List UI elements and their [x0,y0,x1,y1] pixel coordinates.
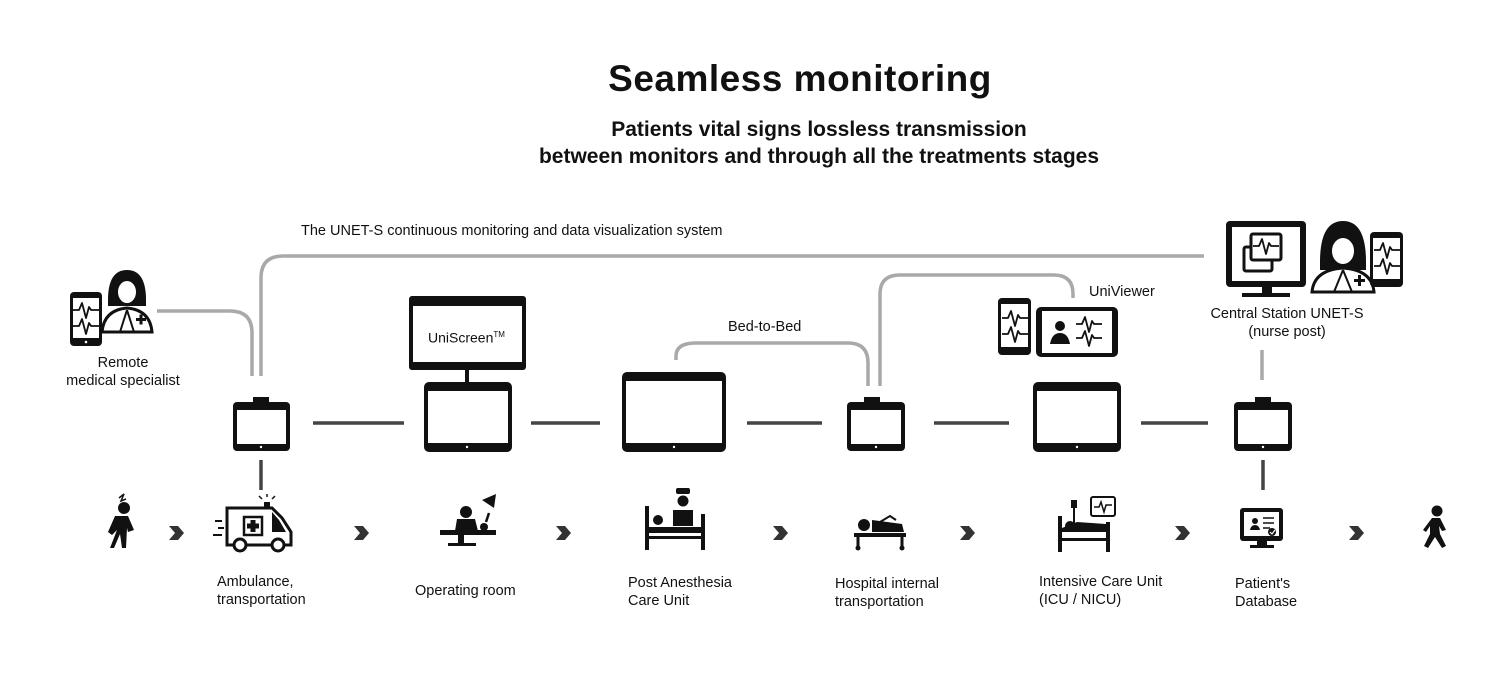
monitor-pacu [622,372,726,452]
post-anesthesia-bed-icon [645,488,705,550]
central-station-monitor-icon [1226,221,1306,297]
monitor-database [1234,397,1292,451]
uniscreen-trademark: TM [493,330,505,339]
walking-person-icon [1423,505,1446,548]
icu-bed-icon [1058,496,1116,552]
database-monitor-icon [1240,508,1283,548]
stage-label-icu: Intensive Care Unit(ICU / NICU) [1039,574,1163,608]
subtitle-line-2: between monitors and through all the tre… [538,145,1100,168]
ambulance-icon [213,494,293,553]
stage-label-operating-room: Operating room [415,583,516,599]
central-station-label: Central Station UNET-S (nurse post) [1210,306,1364,340]
subtitle-line-1: Patients vital signs lossless transmissi… [611,118,1027,141]
arrow-icon [1349,526,1364,540]
injured-person-icon [108,493,134,548]
stage-label-ambulance: Ambulance,transportation [217,574,306,608]
network-lines [157,254,1265,490]
arrow-icon [556,526,571,540]
system-line [259,254,1204,376]
remote-specialist-label: Remote medical specialist [66,355,180,389]
central-station-nurse-icon [1310,221,1376,294]
univiewer-label: UniViewer [1089,284,1155,300]
univiewer-phone-icon [998,298,1031,355]
remote-tablet-icon [70,292,102,346]
arrow-icon [169,526,184,540]
monitor-transport-1 [233,397,290,451]
stage-arrows [169,526,1364,540]
monitor-transport-2 [847,397,905,451]
central-station-phone-icon [1370,232,1403,287]
arrow-icon [1175,526,1190,540]
uniscreen-display [409,296,526,370]
operating-room-icon [440,494,496,546]
bed-to-bed-line [674,341,870,386]
system-label: The UNET-S continuous monitoring and dat… [301,223,723,239]
arrow-icon [960,526,975,540]
stretcher-icon [854,514,906,551]
remote-link-line [157,309,254,376]
univiewer-line [878,273,1075,386]
monitor-icu [1033,382,1121,452]
page-title: Seamless monitoring [608,58,992,99]
arrow-icon [354,526,369,540]
remote-doctor-icon [100,270,154,334]
bed-to-bed-label: Bed-to-Bed [728,319,802,335]
univiewer-tablet-icon [1036,307,1118,357]
uniscreen-label: UniScreenTM [428,329,505,346]
arrow-icon [773,526,788,540]
monitor-operating-room [424,382,512,452]
